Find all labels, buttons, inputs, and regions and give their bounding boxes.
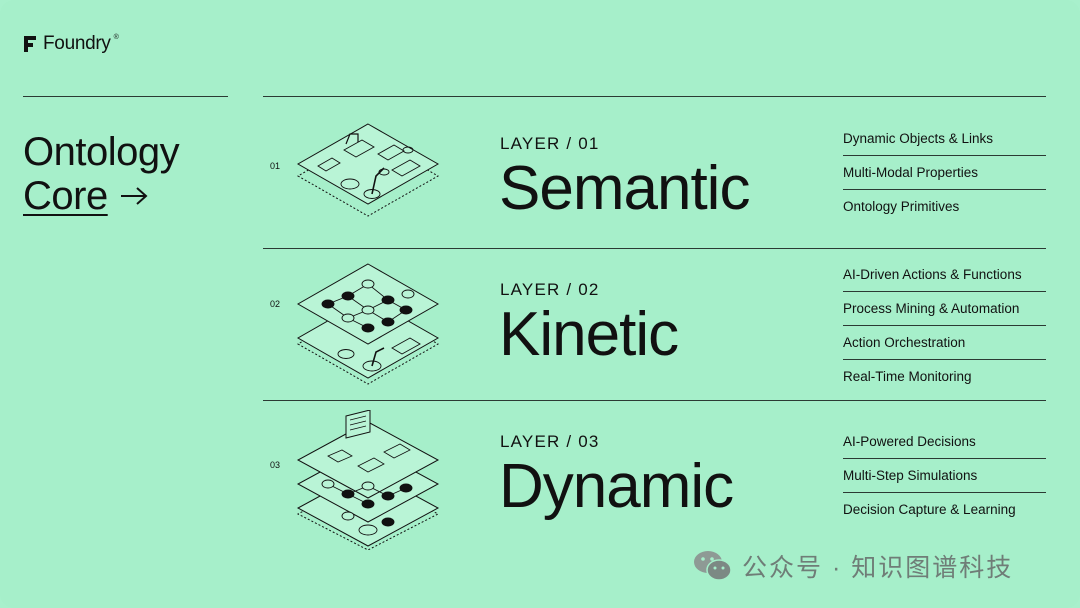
brand-name: Foundry xyxy=(43,33,111,54)
feature-item: AI-Driven Actions & Functions xyxy=(843,258,1046,292)
feature-list: Dynamic Objects & Links Multi-Modal Prop… xyxy=(843,122,1046,223)
layer-name: Semantic xyxy=(499,154,750,223)
wechat-watermark: 公众号 · 知识图谱科技 xyxy=(692,548,1013,584)
layer-divider-2 xyxy=(263,400,1046,401)
layer-label: LAYER / 01 xyxy=(500,134,600,153)
kinetic-layer-illustration-icon xyxy=(296,263,440,385)
layer-semantic: 01 LAYER / 01 Semantic Dynamic Objects &… xyxy=(263,96,1046,248)
feature-list: AI-Driven Actions & Functions Process Mi… xyxy=(843,258,1046,393)
foundry-logo-icon xyxy=(24,36,36,52)
foundry-logo[interactable]: Foundry ® xyxy=(23,33,119,55)
layer-number: 01 xyxy=(270,161,281,171)
ontology-core-heading: Ontology Core xyxy=(23,130,180,218)
layer-label: LAYER / 03 xyxy=(500,432,600,451)
feature-item: Multi-Modal Properties xyxy=(843,156,1046,190)
feature-item: Process Mining & Automation xyxy=(843,292,1046,326)
layer-divider-1 xyxy=(263,248,1046,249)
layer-label: LAYER / 02 xyxy=(500,280,600,299)
feature-item: Real-Time Monitoring xyxy=(843,369,972,384)
dynamic-layer-illustration-icon xyxy=(296,410,440,550)
feature-item: Decision Capture & Learning xyxy=(843,502,1016,517)
heading-line-2: Core xyxy=(23,174,108,218)
feature-item: Action Orchestration xyxy=(843,326,1046,360)
layer-dynamic: 03 LAYER / 03 Dynamic xyxy=(263,400,1046,550)
feature-list: AI-Powered Decisions Multi-Step Simulati… xyxy=(843,425,1046,526)
heading-line-1: Ontology xyxy=(23,130,180,174)
feature-item: Multi-Step Simulations xyxy=(843,459,1046,493)
watermark-text: 公众号 · 知识图谱科技 xyxy=(742,554,1014,582)
wechat-icon xyxy=(694,551,732,581)
layers-top-divider xyxy=(263,96,1046,97)
semantic-layer-illustration-icon xyxy=(296,123,440,217)
left-divider xyxy=(23,96,228,97)
feature-item: AI-Powered Decisions xyxy=(843,425,1046,459)
registered-mark: ® xyxy=(113,33,119,41)
layer-number: 03 xyxy=(270,460,281,470)
layer-name: Dynamic xyxy=(499,452,734,521)
arrow-right-icon xyxy=(120,187,148,205)
layer-number: 02 xyxy=(270,299,281,309)
feature-item: Dynamic Objects & Links xyxy=(843,122,1046,156)
layer-kinetic: 02 LAYER / 02 Kinetic xyxy=(263,248,1046,400)
feature-item: Ontology Primitives xyxy=(843,199,960,214)
ontology-core-link[interactable]: Core xyxy=(23,174,179,218)
layer-name: Kinetic xyxy=(499,300,679,369)
